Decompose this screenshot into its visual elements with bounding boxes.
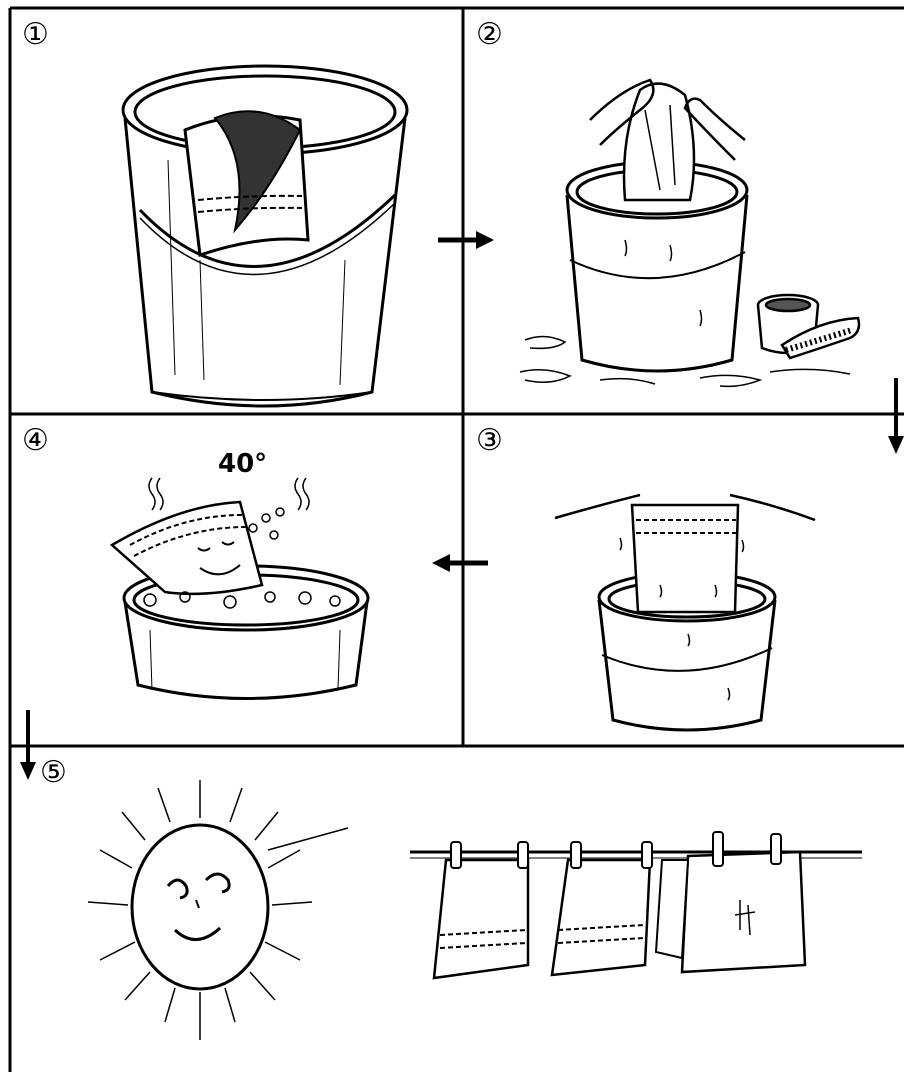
smiling-sun-icon: [88, 780, 348, 1040]
step-1-number: ①: [22, 17, 49, 52]
hanging-garment-3: [656, 852, 805, 972]
down-arrow-icon: [888, 378, 904, 454]
left-arrow-icon: [432, 554, 488, 572]
step-4-number: ④: [22, 423, 49, 458]
hanging-garment-2: [552, 860, 650, 975]
step-3-garment: [632, 505, 738, 612]
step-2-number: ②: [476, 17, 503, 52]
step-5-number: ⑤: [40, 755, 67, 790]
step-2-garment: [624, 84, 694, 200]
step-1-garment: [185, 111, 308, 255]
step-3-number: ③: [476, 423, 503, 458]
step-4-happy-garment: [112, 502, 262, 594]
right-arrow-icon: [438, 231, 494, 249]
hanging-garment-1: [434, 860, 528, 978]
temperature-label: 40°: [218, 449, 267, 479]
